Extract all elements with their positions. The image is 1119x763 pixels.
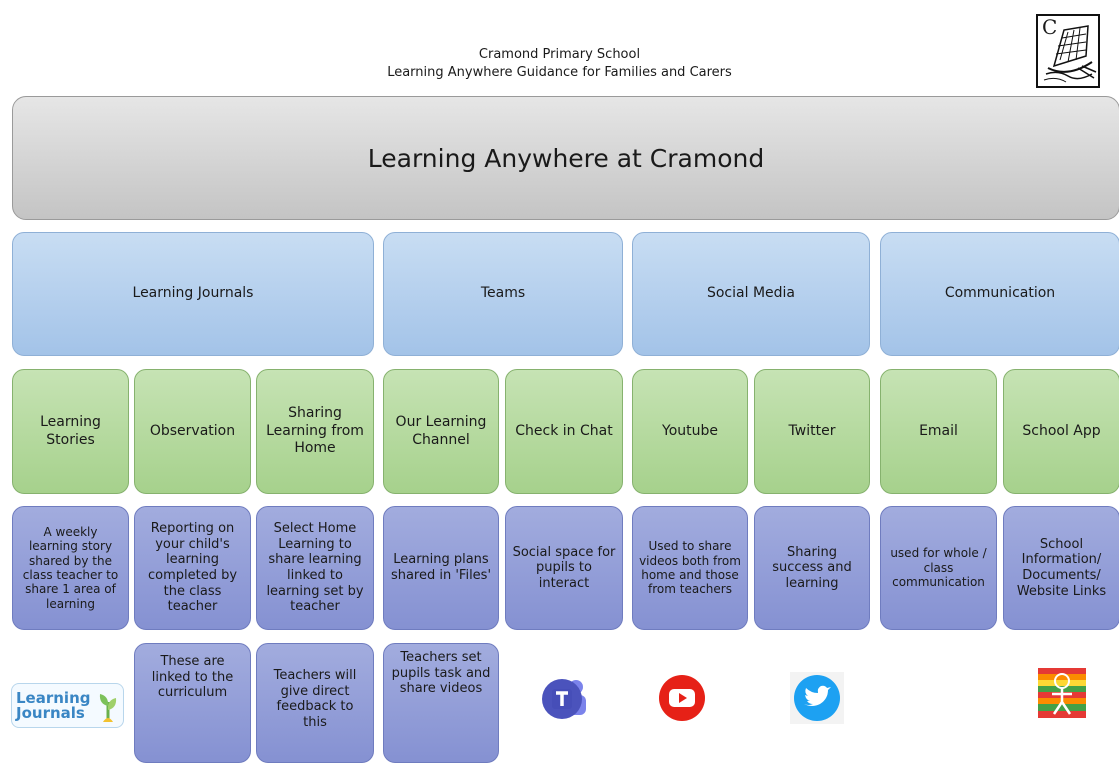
ship-crest-icon xyxy=(1043,25,1097,83)
school-crest: C xyxy=(1036,14,1100,88)
description-email: used for whole / class communication xyxy=(880,506,997,630)
subtopic-school-app: School App xyxy=(1003,369,1119,494)
subtopic-observation: Observation xyxy=(134,369,251,494)
banner-title: Learning Anywhere at Cramond xyxy=(367,143,765,173)
category-communication: Communication xyxy=(880,232,1119,356)
category-learning-journals: Learning Journals xyxy=(12,232,374,356)
youtube-icon xyxy=(659,675,705,721)
subtopic-learning-stories: Learning Stories xyxy=(12,369,129,494)
subtopic-learning-channel: Our Learning Channel xyxy=(383,369,499,494)
description-observation: Reporting on your child's learning compl… xyxy=(134,506,251,630)
description-learning-channel: Learning plans shared in 'Files' xyxy=(383,506,499,630)
subtopic-email: Email xyxy=(880,369,997,494)
subtopic-sharing-learning: Sharing Learning from Home xyxy=(256,369,374,494)
description-learning-stories: A weekly learning story shared by the cl… xyxy=(12,506,129,630)
description-twitter: Sharing success and learning xyxy=(754,506,870,630)
category-social-media: Social Media xyxy=(632,232,870,356)
logo-line-2: Journals xyxy=(16,703,85,722)
description-youtube: Used to share videos both from home and … xyxy=(632,506,748,630)
crest-letter: C xyxy=(1042,15,1058,39)
extra-observation: These are linked to the curriculum xyxy=(134,643,251,763)
main-banner: Learning Anywhere at Cramond xyxy=(12,96,1119,220)
sprout-icon xyxy=(99,693,116,722)
subtopic-check-in-chat: Check in Chat xyxy=(505,369,623,494)
logo-line-1: Learning xyxy=(16,688,91,707)
school-app-icon xyxy=(1038,668,1086,718)
extra-sharing-learning: Teachers will give direct feedback to th… xyxy=(256,643,374,763)
teams-icon xyxy=(542,679,586,719)
description-check-in-chat: Social space for pupils to interact xyxy=(505,506,623,630)
description-sharing-learning: Select Home Learning to share learning l… xyxy=(256,506,374,630)
subtopic-youtube: Youtube xyxy=(632,369,748,494)
twitter-icon xyxy=(790,672,844,724)
category-teams: Teams xyxy=(383,232,623,356)
learning-journals-logo: Learning Journals xyxy=(7,664,124,746)
school-name: Cramond Primary School xyxy=(478,47,641,62)
description-school-app: School Information/ Documents/ Website L… xyxy=(1003,506,1119,630)
subtopic-twitter: Twitter xyxy=(754,369,870,494)
extra-learning-channel: Teachers set pupils task and share video… xyxy=(383,643,499,763)
guidance-subtitle: Learning Anywhere Guidance for Families … xyxy=(387,65,732,80)
